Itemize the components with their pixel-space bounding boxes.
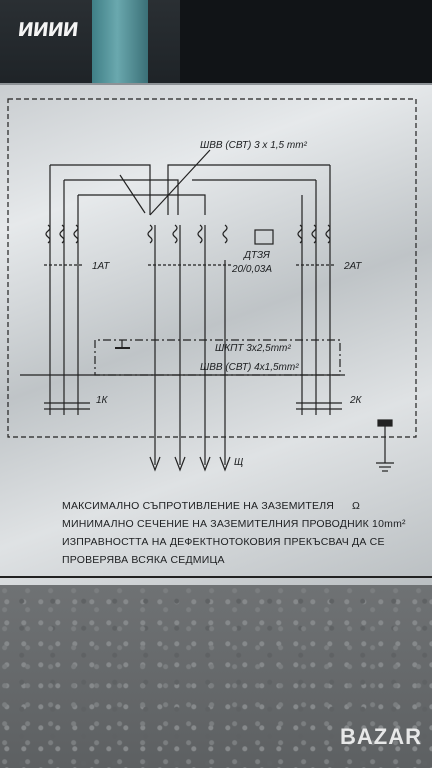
rcd-rating-label: 20/0,03А xyxy=(232,264,273,275)
note-line-1-unit: Ω xyxy=(352,500,361,512)
wire-top-1 xyxy=(50,164,151,215)
graffiti-text: ииии xyxy=(16,12,80,42)
coil-3 xyxy=(197,224,203,244)
breaker-label-right: 2АТ xyxy=(344,261,362,272)
note-line-4: ПРОВЕРЯВА ВСЯКА СЕДМИЦА xyxy=(62,554,225,566)
dark-cabinet xyxy=(180,0,432,95)
coil-4 xyxy=(222,224,228,244)
dashed-frame xyxy=(7,98,417,438)
cable-leader xyxy=(149,149,211,216)
terminal-label-left: 1К xyxy=(96,395,108,406)
panel-label: Щ xyxy=(234,457,244,468)
wiring-diagram xyxy=(0,98,432,578)
coil-2 xyxy=(172,224,178,244)
note-line-2: МИНИМАЛНО СЕЧЕНИЕ НА ЗАЗЕМИТЕЛНИЯ ПРОВОД… xyxy=(62,518,406,530)
rcd-box xyxy=(254,229,274,245)
teal-post xyxy=(92,0,148,95)
wire-top-2 xyxy=(64,179,179,215)
gravel-ground xyxy=(0,585,432,768)
coil-1 xyxy=(147,224,153,244)
wire-top-4 xyxy=(167,164,330,215)
cable-label-mid2: ШВВ (СВТ) 4х1,5mm² xyxy=(200,362,299,373)
note-line-1: МАКСИМАЛНО СЪПРОТИВЛЕНИЕ НА ЗАЗЕМИТЕЛЯ xyxy=(62,500,335,512)
note-line-3: ИЗПРАВНОСТТА НА ДЕФЕКТНОТОКОВИЯ ПРЕКЪСВА… xyxy=(62,536,385,548)
metal-sign-plate: ШВВ (СВТ) 3 х 1,5 mm² 1АТ 2АТ ДТЗЯ 20/0,… xyxy=(0,83,432,592)
rcd-label: ДТЗЯ xyxy=(244,250,270,261)
terminal-label-right: 2К xyxy=(350,395,362,406)
wire-top-3 xyxy=(78,194,206,215)
cable-leader-2 xyxy=(119,174,146,214)
watermark-logo: BAZAR xyxy=(340,724,422,749)
breaker-label-left: 1АТ xyxy=(92,261,110,272)
cable-label-mid1: ШКПТ 3х2,5mm² xyxy=(215,343,291,354)
cable-label-top: ШВВ (СВТ) 3 х 1,5 mm² xyxy=(200,140,307,151)
